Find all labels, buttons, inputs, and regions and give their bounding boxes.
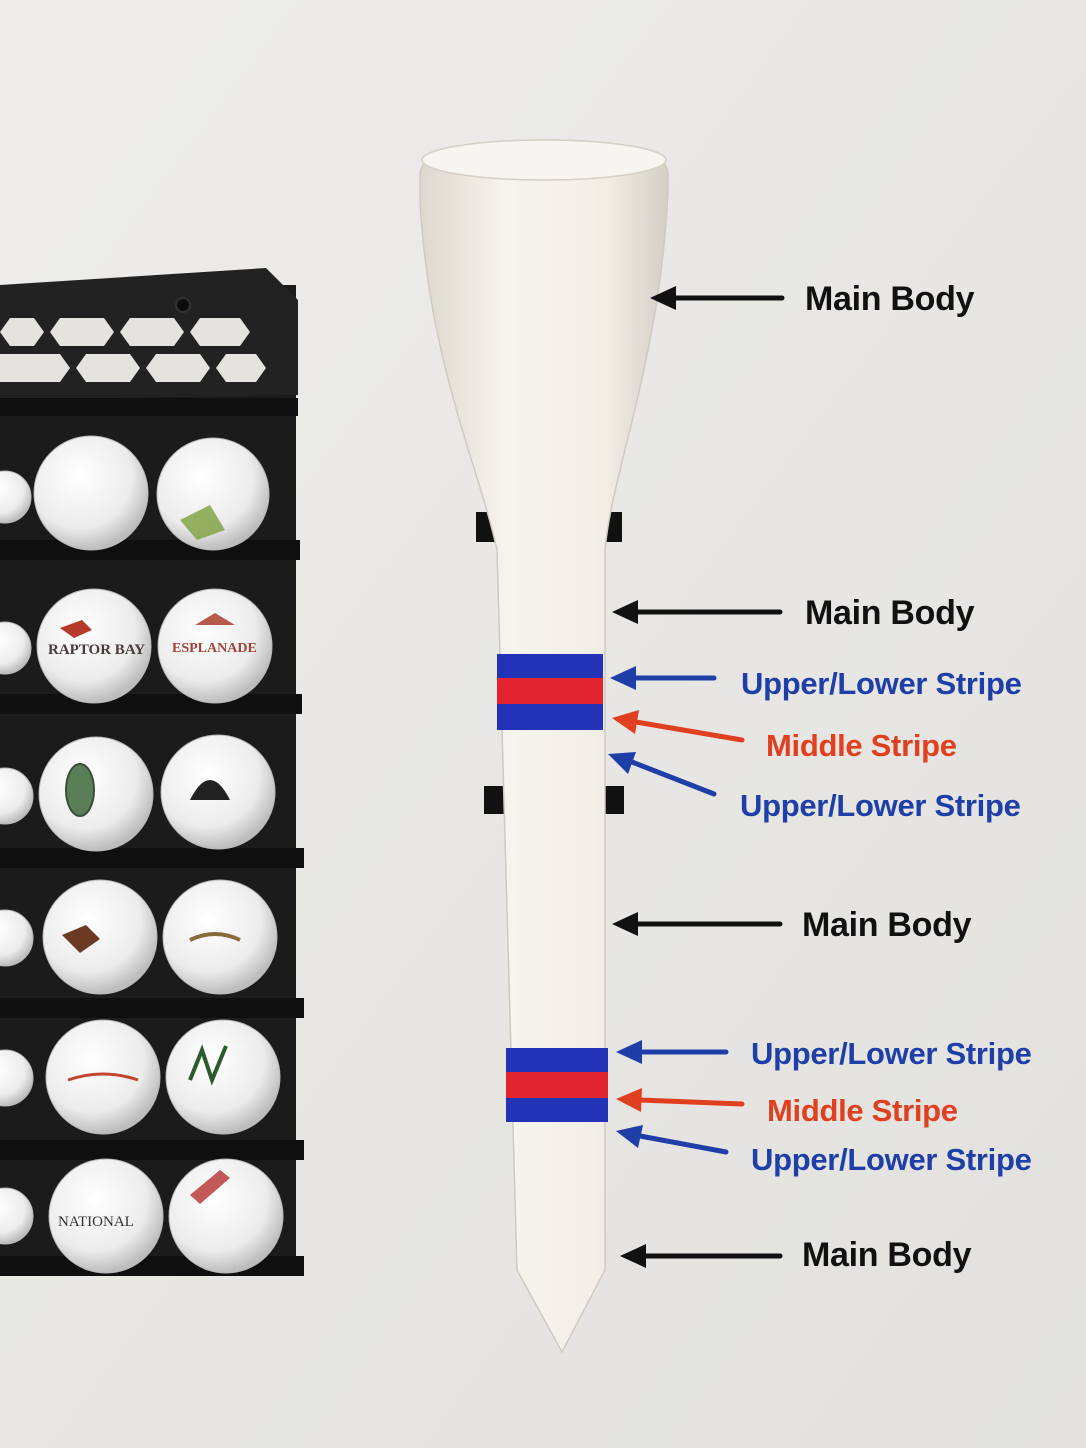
golf-balls bbox=[0, 435, 284, 1274]
left-arrow-icon bbox=[612, 912, 783, 936]
ball-logos: RAPTOR BAY ESPLANADE NATIONAL bbox=[48, 505, 257, 1230]
label-middle-stripe-2: Middle Stripe bbox=[767, 1093, 958, 1128]
golf-ball-icon bbox=[157, 588, 273, 704]
rack-screw-icon bbox=[175, 297, 191, 313]
lower-red-stripe bbox=[506, 1072, 608, 1098]
left-arrow-icon bbox=[616, 1040, 729, 1064]
left-arrow-icon bbox=[620, 1244, 783, 1268]
lower-blue-stripe bbox=[506, 1048, 608, 1072]
wall-bracket-lower-left bbox=[484, 786, 506, 814]
ball-logo-raptor-bay: RAPTOR BAY bbox=[48, 642, 145, 658]
label-main-body-4: Main Body bbox=[802, 1236, 972, 1274]
left-arrow-icon bbox=[610, 666, 717, 690]
golf-ball-icon bbox=[36, 588, 152, 704]
golf-ball-icon bbox=[162, 879, 278, 995]
label-upper-lower-stripe-2: Upper/Lower Stripe bbox=[740, 788, 1021, 823]
left-arrow-icon bbox=[612, 600, 783, 624]
label-main-body-3: Main Body bbox=[802, 906, 972, 944]
golf-ball-icon bbox=[0, 767, 34, 825]
golf-ball-icon bbox=[42, 879, 158, 995]
left-arrow-icon bbox=[650, 286, 785, 310]
golf-ball-icon bbox=[0, 470, 32, 524]
label-main-body-2: Main Body bbox=[805, 594, 975, 632]
rack-honeycomb-vents bbox=[0, 318, 266, 382]
lower-blue-stripe bbox=[506, 1098, 608, 1122]
ball-logo-esplanade: ESPLANADE bbox=[172, 641, 257, 656]
left-arrow-icon bbox=[608, 752, 717, 797]
label-middle-stripe-1: Middle Stripe bbox=[766, 728, 957, 763]
upper-blue-stripe bbox=[497, 704, 603, 730]
label-upper-lower-stripe-1: Upper/Lower Stripe bbox=[741, 666, 1022, 701]
golf-ball-icon bbox=[48, 1158, 164, 1274]
stripe-set-upper bbox=[497, 654, 603, 730]
golf-ball-icon bbox=[165, 1019, 281, 1135]
label-main-body-1: Main Body bbox=[805, 280, 975, 318]
golf-ball-icon bbox=[0, 909, 34, 967]
stripe-set-lower bbox=[506, 1048, 608, 1122]
golf-ball-icon bbox=[38, 736, 154, 852]
ball-logo-national: NATIONAL bbox=[58, 1214, 134, 1230]
wall-bracket-lower-right bbox=[602, 786, 624, 814]
left-arrow-icon bbox=[616, 1125, 729, 1155]
left-arrow-icon bbox=[616, 1088, 745, 1112]
golf-ball-rack: RAPTOR BAY ESPLANADE NATIONAL bbox=[0, 268, 304, 1276]
callout-arrows bbox=[608, 286, 785, 1268]
golf-ball-icon bbox=[0, 621, 32, 675]
golf-ball-icon bbox=[0, 1187, 34, 1245]
upper-blue-stripe bbox=[497, 654, 603, 678]
golf-tee bbox=[419, 139, 669, 1354]
label-upper-lower-stripe-4: Upper/Lower Stripe bbox=[751, 1142, 1032, 1177]
golf-ball-icon bbox=[45, 1019, 161, 1135]
golf-ball-icon bbox=[0, 1049, 34, 1107]
upper-red-stripe bbox=[497, 678, 603, 704]
tee-cup-rim bbox=[421, 139, 667, 181]
golf-ball-icon bbox=[33, 435, 149, 551]
left-arrow-icon bbox=[612, 710, 745, 743]
golf-ball-icon bbox=[168, 1158, 284, 1274]
label-upper-lower-stripe-3: Upper/Lower Stripe bbox=[751, 1036, 1032, 1071]
